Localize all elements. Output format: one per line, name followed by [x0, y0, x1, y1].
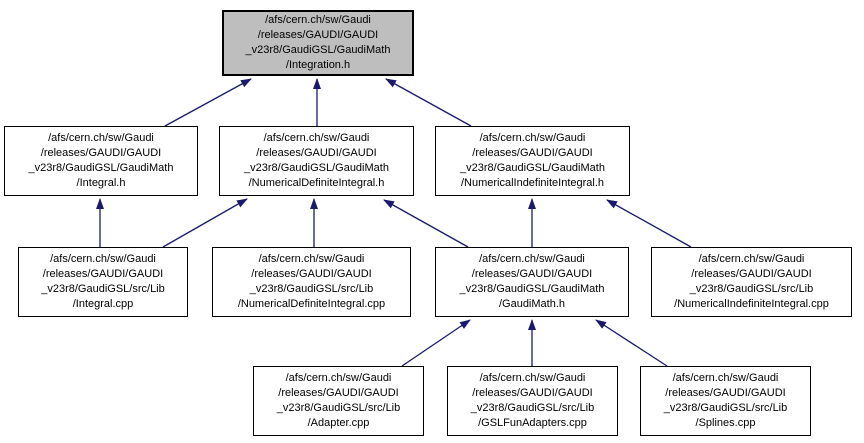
node-label-line: /afs/cern.ch/sw/Gaudi — [50, 253, 156, 265]
edge-adapter_cpp-to-gaudimath_h — [401, 319, 471, 367]
node-integration-h: /afs/cern.ch/sw/Gaudi /releases/GAUDI/GA… — [222, 10, 414, 76]
node-label-line: /releases/GAUDI/GAUDI — [40, 147, 162, 159]
node-label-line: /GSLFunAdapters.cpp — [478, 417, 587, 429]
node-label-line: /releases/GAUDI/GAUDI — [257, 29, 379, 41]
node-label-line: /NumericalDefiniteIntegral.h — [248, 177, 385, 189]
node-label-line: _v23r8/GaudiGSL/src/Lib — [689, 283, 814, 295]
node-label-line: _v23r8/GaudiGSL/GaudiMath — [460, 162, 605, 174]
node-label-line: /afs/cern.ch/sw/Gaudi — [285, 372, 392, 384]
node-label-line: /releases/GAUDI/GAUDI — [42, 268, 164, 280]
node-label-line: /NumericalIndefiniteIntegral.cpp — [674, 298, 829, 310]
node-label-line: /afs/cern.ch/sw/Gaudi — [479, 372, 586, 384]
node-label-line: /afs/cern.ch/sw/Gaudi — [265, 14, 371, 26]
node-label-line: _v23r8/GaudiGSL/GaudiMath — [245, 44, 391, 56]
node-label-line: /Splines.cpp — [695, 417, 756, 429]
node-label-line: /releases/GAUDI/GAUDI — [471, 268, 593, 280]
node-integral-h[interactable]: /afs/cern.ch/sw/Gaudi /releases/GAUDI/GA… — [4, 126, 198, 196]
node-label-line: _v23r8/GaudiGSL/GaudiMath — [244, 162, 389, 174]
edge-numerical_indefinite_integral_cpp-to-numerical_indefinite_integral_h — [606, 199, 692, 248]
node-label-line: /afs/cern.ch/sw/Gaudi — [698, 253, 805, 265]
node-label-line: _v23r8/GaudiGSL/src/Lib — [470, 402, 595, 414]
node-label-line: /Adapter.cpp — [307, 417, 370, 429]
edge-numerical_indefinite_integral_h-to-integration_h — [385, 78, 472, 127]
node-label-line: _v23r8/GaudiGSL/src/Lib — [276, 402, 401, 414]
node-label-line: _v23r8/GaudiGSL/src/Lib — [663, 402, 788, 414]
node-label-line: /Integral.cpp — [72, 298, 134, 310]
node-numerical-indefinite-integral-h[interactable]: /afs/cern.ch/sw/Gaudi /releases/GAUDI/GA… — [435, 126, 630, 196]
node-label-line: /releases/GAUDI/GAUDI — [665, 387, 786, 399]
node-label-line: /Integration.h — [285, 59, 351, 71]
node-gaudimath-h[interactable]: /afs/cern.ch/sw/Gaudi /releases/GAUDI/GA… — [435, 247, 629, 317]
node-label-line: /releases/GAUDI/GAUDI — [251, 268, 372, 280]
node-label-line: /releases/GAUDI/GAUDI — [472, 147, 593, 159]
node-label-line: _v23r8/GaudiGSL/src/Lib — [249, 283, 374, 295]
edge-splines_cpp-to-gaudimath_h — [595, 319, 668, 367]
edge-integral_h-to-integration_h — [164, 78, 252, 127]
node-label-line: /releases/GAUDI/GAUDI — [278, 387, 399, 399]
edge-integral_cpp-to-numerical_definite_integral_h — [162, 198, 248, 248]
node-label-line: _v23r8/GaudiGSL/src/Lib — [41, 283, 165, 295]
node-label-line: /afs/cern.ch/sw/Gaudi — [48, 132, 154, 144]
node-label-line: /Integral.h — [76, 177, 126, 189]
node-label-line: /GaudiMath.h — [498, 298, 566, 310]
node-label-line: /NumericalDefiniteIntegral.cpp — [237, 298, 386, 310]
node-numerical-definite-integral-cpp[interactable]: /afs/cern.ch/sw/Gaudi /releases/GAUDI/GA… — [212, 247, 411, 317]
node-label-line: /releases/GAUDI/GAUDI — [472, 387, 593, 399]
node-numerical-indefinite-integral-cpp[interactable]: /afs/cern.ch/sw/Gaudi /releases/GAUDI/GA… — [651, 247, 852, 317]
node-numerical-definite-integral-h[interactable]: /afs/cern.ch/sw/Gaudi /releases/GAUDI/GA… — [219, 126, 414, 196]
node-label-line: /afs/cern.ch/sw/Gaudi — [263, 132, 370, 144]
node-label-line: /afs/cern.ch/sw/Gaudi — [258, 253, 365, 265]
node-label-line: _v23r8/GaudiGSL/GaudiMath — [28, 162, 174, 174]
node-label-line: _v23r8/GaudiGSL/GaudiMath — [459, 283, 605, 295]
node-label-line: /releases/GAUDI/GAUDI — [691, 268, 812, 280]
node-gslfunadapters-cpp[interactable]: /afs/cern.ch/sw/Gaudi /releases/GAUDI/GA… — [447, 366, 618, 436]
node-label-line: /NumericalIndefiniteIntegral.h — [460, 177, 605, 189]
node-label-line: /afs/cern.ch/sw/Gaudi — [479, 132, 586, 144]
node-splines-cpp[interactable]: /afs/cern.ch/sw/Gaudi /releases/GAUDI/GA… — [640, 366, 811, 436]
edge-gaudimath_h-to-numerical_definite_integral_h — [383, 199, 469, 248]
node-integral-cpp[interactable]: /afs/cern.ch/sw/Gaudi /releases/GAUDI/GA… — [18, 247, 188, 317]
node-label-line: /afs/cern.ch/sw/Gaudi — [672, 372, 779, 384]
node-label-line: /releases/GAUDI/GAUDI — [256, 147, 377, 159]
node-label-line: /afs/cern.ch/sw/Gaudi — [479, 253, 585, 265]
node-adapter-cpp[interactable]: /afs/cern.ch/sw/Gaudi /releases/GAUDI/GA… — [253, 366, 424, 436]
